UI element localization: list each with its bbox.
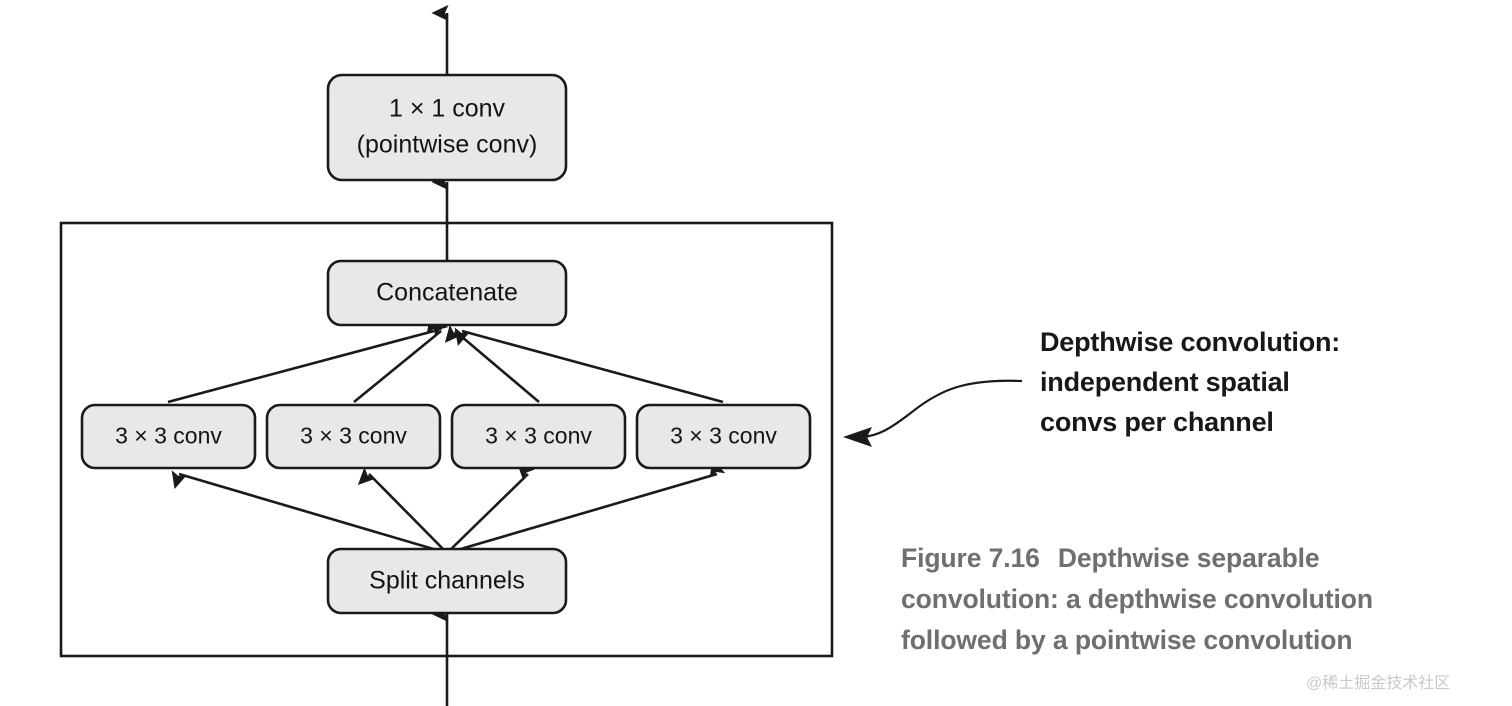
pointwise-conv-label-line1: 1 × 1 conv — [389, 95, 506, 123]
caption-line-1: Figure 7.16 Depthwise separable — [901, 538, 1471, 579]
node-conv-1[interactable]: 3 × 3 conv — [80, 403, 257, 470]
caption-line-2: convolution: a depthwise convolution — [901, 584, 1373, 614]
conv-1-to-concat-arrow — [167, 315, 443, 404]
node-split-channels[interactable]: Split channels — [326, 547, 568, 615]
concatenate-label: Concatenate — [376, 279, 518, 307]
conv-4-to-concat-arrow — [454, 327, 724, 404]
node-conv-3[interactable]: 3 × 3 conv — [450, 403, 627, 470]
split-channels-box — [326, 547, 568, 615]
concatenate-box — [326, 259, 568, 327]
split-channels-label: Split channels — [369, 567, 525, 595]
watermark: @稀土掘金技术社区 — [1306, 675, 1451, 692]
annotation-leader-arrowhead — [843, 427, 872, 447]
conv-1-box — [80, 403, 257, 470]
conv-4-box — [635, 403, 812, 470]
conv-2-label: 3 × 3 conv — [300, 423, 407, 449]
caption-text-line-1: Depthwise separable — [1057, 543, 1320, 573]
pointwise-conv-label-line2: (pointwise conv) — [357, 131, 538, 159]
split-to-conv-1-arrow — [171, 470, 448, 555]
annotation-line-3: convs per channel — [1040, 407, 1274, 437]
conv-3-box — [450, 403, 627, 470]
split-to-conv-2-arrow — [357, 467, 448, 554]
annotation-leader-line — [861, 379, 1023, 439]
conv-2-box — [265, 403, 442, 470]
split-to-conv-3-arrow — [446, 462, 535, 554]
conv-1-label: 3 × 3 conv — [115, 423, 222, 449]
annotation-text: Depthwise convolution: independent spati… — [1040, 322, 1460, 442]
conv-4-label: 3 × 3 conv — [670, 423, 777, 449]
caption-figure-number: Figure 7.16 — [901, 543, 1040, 573]
conv-2-to-concat-arrow — [353, 318, 449, 404]
pointwise-conv-box — [326, 73, 568, 182]
annotation-line-2: independent spatial — [1040, 367, 1290, 397]
split-to-conv-4-arrow — [446, 459, 726, 555]
figure-caption: Figure 7.16 Depthwise separable convoluti… — [901, 538, 1471, 661]
node-concatenate[interactable]: Concatenate — [326, 259, 568, 327]
node-pointwise-conv[interactable]: 1 × 1 conv (pointwise conv) — [326, 73, 568, 182]
caption-line-3: followed by a pointwise convolution — [901, 625, 1353, 655]
node-conv-4[interactable]: 3 × 3 conv — [635, 403, 812, 470]
annotation-line-1: Depthwise convolution: — [1040, 327, 1341, 357]
conv-3-label: 3 × 3 conv — [485, 423, 592, 449]
node-conv-2[interactable]: 3 × 3 conv — [265, 403, 442, 470]
